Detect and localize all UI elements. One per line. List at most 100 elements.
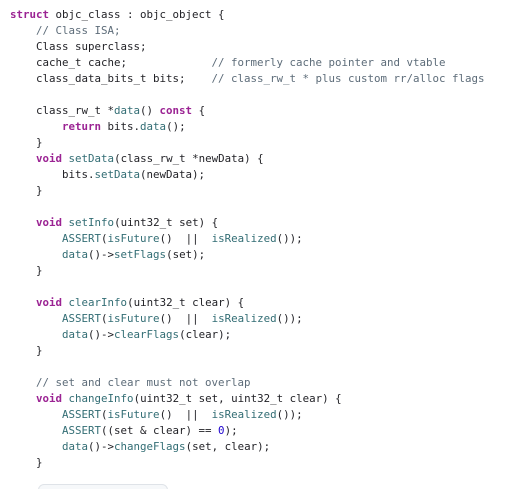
code-line: void clearInfo(uint32_t clear) { xyxy=(10,295,485,311)
code-token: isFuture xyxy=(107,408,160,421)
code-token xyxy=(10,312,62,325)
code-token: class_data_bits_t bits; xyxy=(10,72,212,85)
code-token: void xyxy=(36,392,63,405)
code-token: // class_rw_t * plus custom rr/alloc fla… xyxy=(211,72,485,85)
code-token: setData xyxy=(94,168,141,181)
code-token: isRealized xyxy=(211,232,277,245)
code-token: ASSERT xyxy=(62,408,102,421)
code-token: () || xyxy=(159,232,212,245)
code-token xyxy=(10,24,36,37)
code-token: struct xyxy=(10,8,50,21)
code-token xyxy=(10,392,36,405)
code-token: data xyxy=(114,104,141,117)
code-token: (class_rw_t *newData) { xyxy=(114,152,264,165)
code-token: return xyxy=(62,120,102,133)
code-token xyxy=(10,408,62,421)
code-line: } xyxy=(10,343,485,359)
code-line: } xyxy=(10,455,485,471)
code-token: () || xyxy=(159,312,212,325)
code-token: bits. xyxy=(101,120,141,133)
code-token: ASSERT xyxy=(62,312,102,325)
code-line xyxy=(10,279,485,295)
code-token: clearInfo xyxy=(68,296,128,309)
code-line: return bits.data(); xyxy=(10,119,485,135)
code-line: Class superclass; xyxy=(10,39,485,55)
code-line xyxy=(10,199,485,215)
code-token: (newData); xyxy=(140,168,206,181)
code-token: class_rw_t * xyxy=(10,104,115,117)
code-token: clearFlags xyxy=(114,328,180,341)
code-line: class_data_bits_t bits; // class_rw_t * … xyxy=(10,71,485,87)
code-token: (uint32_t set, uint32_t clear) { xyxy=(133,392,342,405)
code-token xyxy=(10,296,36,309)
code-line: data()->changeFlags(set, clear); xyxy=(10,439,485,455)
code-token: ()-> xyxy=(88,328,115,341)
code-token: Class superclass; xyxy=(10,40,147,53)
code-token: ( xyxy=(101,232,108,245)
code-token: (uint32_t set) { xyxy=(114,216,219,229)
code-token: (clear); xyxy=(179,328,232,341)
code-token: } xyxy=(10,344,43,357)
code-token xyxy=(10,440,62,453)
code-token: ()); xyxy=(276,312,303,325)
code-token: bits. xyxy=(10,168,95,181)
code-token: // formerly cache pointer and vtable xyxy=(211,56,446,69)
code-token: } xyxy=(10,136,43,149)
code-token xyxy=(10,216,36,229)
code-line: ASSERT(isFuture() || isRealized()); xyxy=(10,311,485,327)
code-token: isFuture xyxy=(107,232,160,245)
code-token: 0 xyxy=(218,424,225,437)
code-line: void changeInfo(uint32_t set, uint32_t c… xyxy=(10,391,485,407)
code-token: // Class ISA; xyxy=(36,24,121,37)
code-token: const xyxy=(159,104,193,117)
code-token: setData xyxy=(68,152,115,165)
code-token: objc_class : objc_object { xyxy=(49,8,225,21)
code-token: ((set & clear) == xyxy=(101,424,219,437)
code-token: (); xyxy=(166,120,186,133)
code-token xyxy=(10,248,62,261)
code-block[interactable]: struct objc_class : objc_object { // Cla… xyxy=(10,7,485,471)
code-line: bits.setData(newData); xyxy=(10,167,485,183)
horizontal-scrollbar[interactable] xyxy=(38,484,168,489)
code-token: } xyxy=(10,264,43,277)
code-token: ()); xyxy=(276,408,303,421)
code-token: ( xyxy=(101,312,108,325)
code-token: () xyxy=(140,104,160,117)
code-token: void xyxy=(36,296,63,309)
code-token: ASSERT xyxy=(62,232,102,245)
code-token: ); xyxy=(224,424,238,437)
code-token: void xyxy=(36,216,63,229)
code-line: } xyxy=(10,263,485,279)
code-token: ASSERT xyxy=(62,424,102,437)
code-line: ASSERT(isFuture() || isRealized()); xyxy=(10,407,485,423)
code-token: (uint32_t clear) { xyxy=(127,296,245,309)
code-token: ()-> xyxy=(88,248,115,261)
code-token: } xyxy=(10,456,43,469)
code-token: (set, clear); xyxy=(185,440,271,453)
code-line: struct objc_class : objc_object { xyxy=(10,7,485,23)
code-token xyxy=(10,328,62,341)
code-token xyxy=(10,232,62,245)
code-token: data xyxy=(140,120,167,133)
code-line: // Class ISA; xyxy=(10,23,485,39)
code-token: data xyxy=(62,440,89,453)
code-token: isFuture xyxy=(107,312,160,325)
code-token: isRealized xyxy=(211,408,277,421)
code-token: ()); xyxy=(276,232,303,245)
code-token: () || xyxy=(159,408,212,421)
code-token: (set); xyxy=(166,248,206,261)
code-token: } xyxy=(10,184,43,197)
code-line: void setInfo(uint32_t set) { xyxy=(10,215,485,231)
code-line: data()->clearFlags(clear); xyxy=(10,327,485,343)
code-line xyxy=(10,359,485,375)
code-line: // set and clear must not overlap xyxy=(10,375,485,391)
code-line xyxy=(10,87,485,103)
code-token xyxy=(10,152,36,165)
code-line: class_rw_t *data() const { xyxy=(10,103,485,119)
code-line: ASSERT(isFuture() || isRealized()); xyxy=(10,231,485,247)
code-line: } xyxy=(10,135,485,151)
code-token: data xyxy=(62,328,89,341)
code-token: void xyxy=(36,152,63,165)
code-token: setFlags xyxy=(114,248,167,261)
